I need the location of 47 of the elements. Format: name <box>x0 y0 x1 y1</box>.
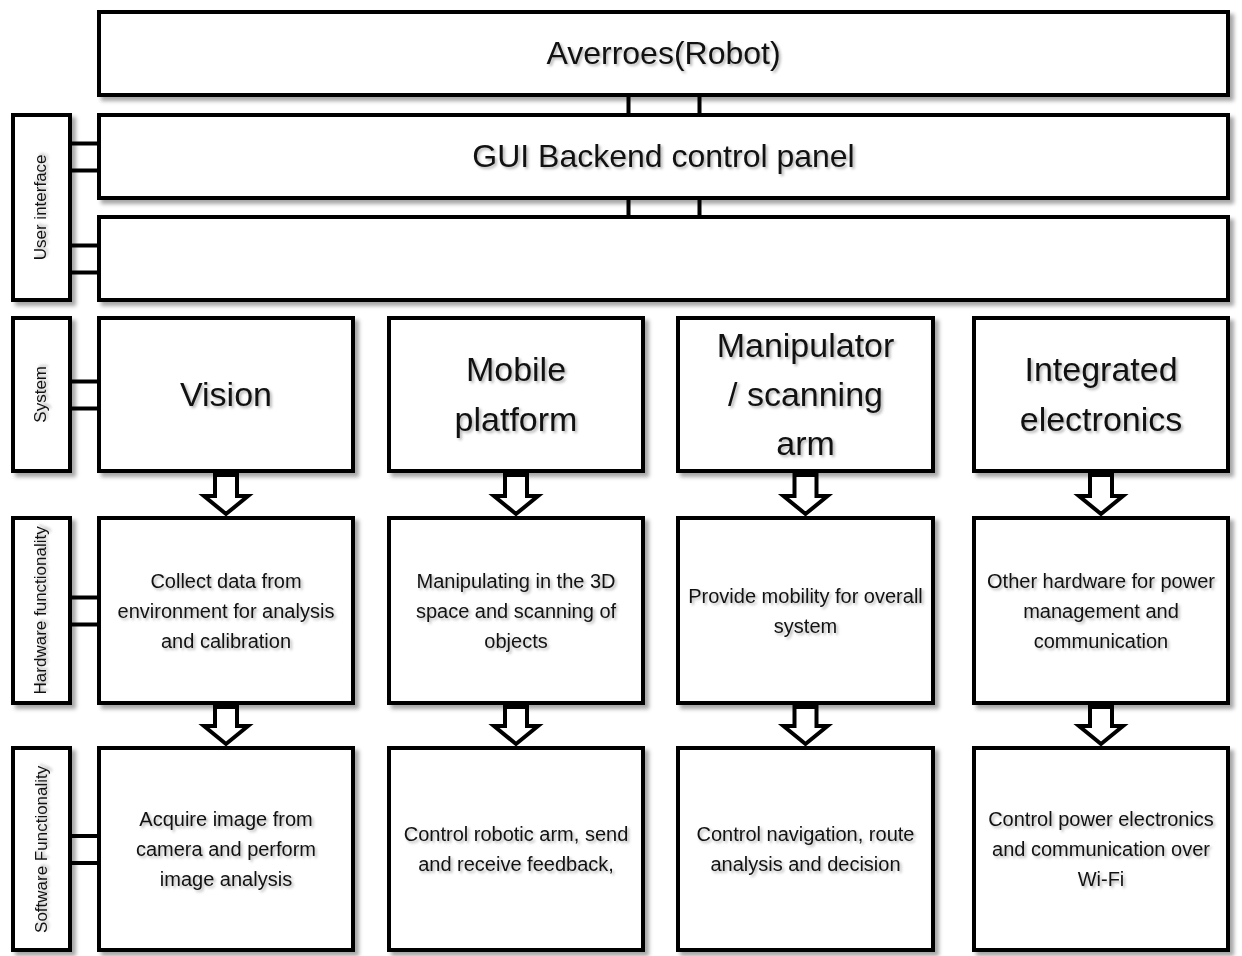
process-box <box>97 10 1230 97</box>
box-text: Manipulating in the 3D space and scanning of objects <box>414 568 618 654</box>
description-box <box>676 516 935 705</box>
box-text: Integrated electronics <box>1018 349 1184 440</box>
box-text: GUI Backend control panel <box>471 137 856 177</box>
row-label-box <box>11 113 72 302</box>
box-text: Manipulator / scanning arm <box>715 324 896 465</box>
block-arrow <box>777 705 834 747</box>
box-text: Provide mobility for overall system <box>687 583 924 639</box>
block-arrow <box>777 473 834 517</box>
row-label-box <box>11 516 72 705</box>
box-text: Mobile platform <box>453 349 579 440</box>
row-label: User interface <box>30 153 52 263</box>
process-box <box>97 113 1230 200</box>
box-text: Control power electronics and communication over Wi-Fi <box>987 807 1215 892</box>
double-line-connector <box>626 95 702 115</box>
box-text: Control robotic arm, send and receive feedback, <box>402 822 630 877</box>
description-box <box>676 746 935 952</box>
block-arrow <box>198 473 254 517</box>
block-arrow <box>1073 473 1129 517</box>
block-arrow <box>488 705 544 747</box>
box-text: Vision <box>179 373 273 415</box>
description-box <box>387 516 645 705</box>
row-label: Hardware functionality <box>30 525 52 697</box>
block-arrow <box>488 473 544 517</box>
box-text: Control navigation, route analysis and decision <box>695 822 916 877</box>
description-box <box>97 746 355 952</box>
module-box <box>676 316 935 473</box>
box-text: Collect data from environment for analysis and calibration <box>116 568 336 654</box>
description-box <box>972 516 1230 705</box>
module-box <box>387 316 645 473</box>
row-label: System <box>30 365 52 425</box>
description-box <box>387 746 645 952</box>
row-label: Software Functionality <box>30 764 52 935</box>
empty-box <box>97 215 1230 302</box>
description-box <box>97 516 355 705</box>
double-line-connector <box>626 198 702 217</box>
row-label-box <box>11 316 72 473</box>
row-label-box <box>11 746 72 952</box>
block-arrow <box>1073 705 1129 747</box>
box-text: Acquire image from camera and perform image analysis <box>134 807 318 892</box>
box-text: Averroes(Robot) <box>545 34 782 74</box>
description-box <box>972 746 1230 952</box>
block-arrow <box>198 705 254 747</box>
module-box <box>972 316 1230 473</box>
box-text: Other hardware for power management and communication <box>986 568 1216 654</box>
module-box <box>97 316 355 473</box>
